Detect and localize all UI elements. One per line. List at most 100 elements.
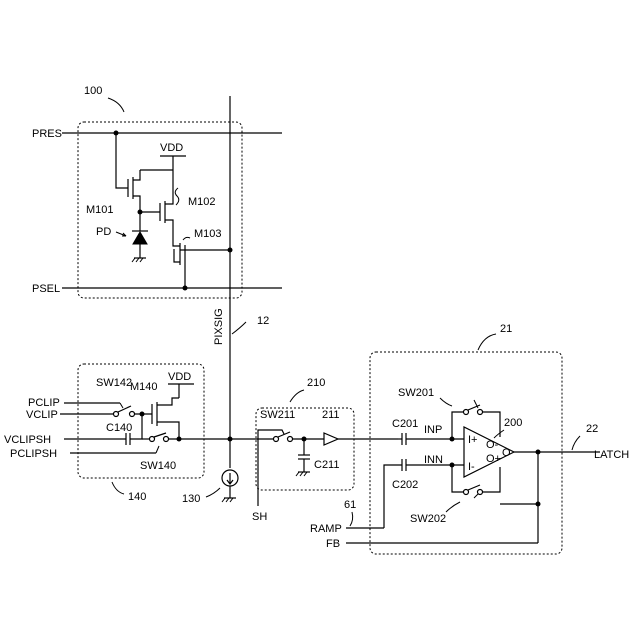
ramp-ref-leader [350, 512, 353, 526]
fb-label: FB [326, 538, 340, 550]
current-source-leader [206, 488, 220, 497]
sw142-blade [118, 406, 131, 412]
m101-transistor [114, 131, 141, 213]
latch-ref-label: 22 [586, 423, 598, 435]
pclipsh-label: PCLIPSH [10, 448, 57, 460]
sw140-control [156, 446, 159, 453]
m140-source [157, 422, 179, 439]
pres-label: PRES [32, 128, 62, 140]
comparator-output-minus: O- [486, 439, 499, 451]
sw202-leader [446, 502, 460, 512]
sample-hold-block-210: 210 SW211 SH C211 211 [230, 377, 398, 523]
pd-diode-triangle [133, 232, 147, 244]
m103-label: M103 [194, 228, 222, 240]
comparator-200-leader [494, 430, 504, 438]
clip-block-label: 140 [128, 491, 146, 503]
m102-source [165, 220, 173, 236]
m102-drain [165, 170, 173, 204]
sample-hold-leader [290, 390, 304, 402]
vdd-clip-label: VDD [168, 371, 191, 383]
psel-label: PSEL [32, 283, 60, 295]
clip-block-140: 140 PCLIP VCLIP SW142 C140 VCLIPSH PCLIP… [4, 364, 230, 503]
buffer-211-triangle [324, 433, 338, 445]
vclip-label: VCLIP [26, 409, 58, 421]
c201-label: C201 [392, 418, 418, 430]
sw140-label: SW140 [140, 460, 176, 472]
sw202-control [474, 494, 478, 498]
latch-label: LATCH [594, 449, 629, 461]
c211-ground-hatch-1 [296, 472, 299, 476]
sw202-label: SW202 [410, 513, 446, 525]
sw211-contact-b [288, 437, 293, 442]
current-source-label: 130 [182, 493, 200, 505]
sw211-label: SW211 [260, 409, 295, 421]
sw140-blade [154, 433, 166, 437]
inp-label: INP [424, 424, 442, 436]
comparator-block-leader [478, 334, 496, 350]
comparator-200-label: 200 [504, 417, 522, 429]
pd-label: PD [96, 226, 111, 238]
sw202-to-output [482, 467, 500, 492]
sw140-contact-b [164, 437, 169, 442]
comparator-input-minus: I- [468, 461, 475, 473]
vdd-pixel-label: VDD [160, 142, 183, 154]
m103-leader [183, 237, 190, 240]
m103-source-wire [174, 249, 180, 262]
ramp-label: RAMP [310, 523, 342, 535]
vclipsh-label: VCLIPSH [4, 434, 51, 446]
pixsig-leader [232, 322, 246, 334]
pixel-block-leader [108, 98, 124, 112]
sh-control-line [258, 430, 284, 506]
pixsig-label: PIXSIG [213, 308, 225, 345]
m103-drain [173, 236, 180, 246]
pixel-block-100: 100 PRES PSEL VDD M101 [32, 85, 282, 298]
clip-block-leader [112, 482, 124, 494]
sw202-contact-b [478, 490, 483, 495]
c211-label: C211 [314, 459, 339, 471]
pclip-label: PCLIP [28, 397, 60, 409]
c202-to-ramp [384, 465, 402, 528]
m140-source-junction [177, 437, 182, 442]
pd-ground-hatch-1 [132, 258, 135, 262]
m102-transistor [160, 170, 173, 236]
inn-label: INN [424, 454, 443, 466]
pd-photodiode [116, 228, 148, 262]
m101-drain [133, 170, 140, 180]
m102-label: M102 [188, 196, 216, 208]
comparator-output: O [502, 447, 511, 459]
sw142-contact-a [114, 412, 119, 417]
sw202-contact-a [464, 490, 469, 495]
sw201-left-wire [452, 412, 463, 439]
latch-ref-leader [572, 436, 580, 450]
m140-label: M140 [130, 381, 158, 393]
sw202-left-wire [452, 465, 463, 492]
pixsig-ref-label: 12 [257, 315, 269, 327]
c140-label: C140 [106, 422, 132, 434]
sw142-control [120, 403, 123, 408]
comparator-output-plus: O+ [486, 453, 501, 465]
pixel-block-label: 100 [84, 85, 102, 97]
sw142-label: SW142 [96, 377, 132, 389]
m101-label: M101 [86, 204, 114, 216]
comparator-block-boundary [370, 352, 562, 554]
m102-leader [175, 188, 179, 205]
sw201-contact-b [478, 410, 483, 415]
c202-label: C202 [392, 479, 418, 491]
sw211-contact-a [274, 437, 279, 442]
m103-transistor [173, 236, 233, 291]
sw201-contact-a [464, 410, 469, 415]
sw142-contact-b [130, 412, 135, 417]
sh-label: SH [252, 511, 267, 523]
current-source-ground-hatch-1 [222, 498, 225, 502]
psel-junction [183, 286, 188, 291]
m140-drain [157, 398, 179, 405]
sample-hold-label: 210 [307, 377, 325, 389]
comparator-input-plus: I+ [468, 434, 477, 446]
sw140-contact-a [150, 437, 155, 442]
comparator-block-label: 21 [500, 323, 512, 335]
sw201-to-output [482, 412, 500, 437]
ramp-ref-label: 61 [344, 499, 356, 511]
buffer-211-label: 211 [322, 409, 340, 421]
m101-gate-wire [116, 133, 128, 188]
